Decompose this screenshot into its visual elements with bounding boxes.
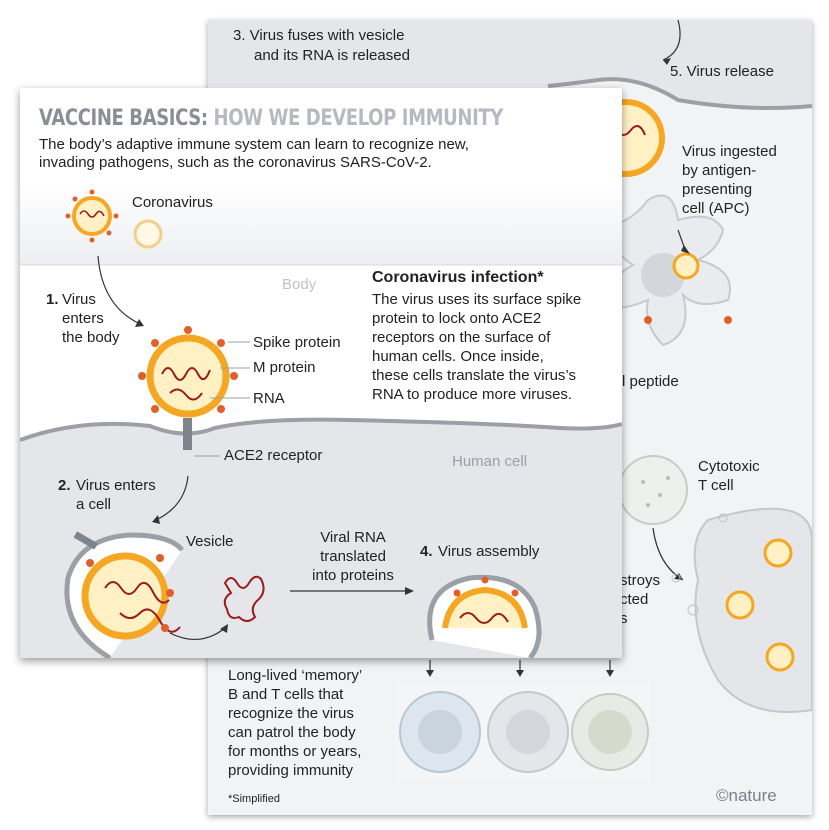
memory-cells-text: Long-lived ‘memory’ B and T cells that r… (228, 667, 363, 779)
outside-band (20, 183, 622, 265)
top-cell (208, 20, 812, 108)
step4-num: 4. (420, 543, 433, 560)
body-label: Body (282, 276, 317, 293)
translated-label: Viral RNA translated into proteins (312, 529, 394, 584)
cytotoxic-t-cell (618, 455, 688, 581)
destroys-label: stroys cted s (620, 572, 661, 627)
rna-label: RNA (253, 390, 285, 407)
step1-label: 1. (46, 291, 59, 308)
ace2-receptor (183, 418, 192, 450)
step3-text-line2: and its RNA is released (254, 47, 410, 64)
memory-cells (399, 691, 649, 773)
step1-arrow (97, 255, 141, 325)
front-panel-art (20, 183, 622, 658)
assembly-vesicle (427, 574, 542, 658)
cytotoxic-label: Cytotoxic T cell (698, 458, 760, 494)
coronavirus-icon (65, 189, 163, 249)
back-panel-art (208, 20, 812, 782)
memory-arrows (426, 660, 614, 677)
ace2-label: ACE2 receptor (224, 447, 323, 464)
step3-arrow (662, 20, 681, 61)
infection-heading: Coronavirus infection* (372, 269, 544, 286)
human-cell-label: Human cell (452, 453, 528, 470)
infected-cell (671, 507, 812, 713)
m-protein-label: M protein (253, 359, 316, 376)
apc-cell (601, 194, 732, 347)
vesicle-label: Vesicle (186, 533, 234, 550)
step2-text: Virus enters a cell (76, 477, 156, 513)
nature-logo: ©nature (716, 786, 777, 805)
step1-text: Virus enters the body (62, 291, 120, 346)
step4-text: Virus assembly (438, 543, 540, 560)
step2-num: 2. (58, 477, 71, 494)
apc-label: Virus ingested by antigen- presenting ce… (682, 143, 777, 217)
page-subtitle: The body’s adaptive immune system can le… (39, 136, 469, 171)
footnote: *Simplified (228, 793, 280, 805)
big-virus (138, 326, 238, 450)
vesicle (64, 531, 184, 658)
spike-protein-label: Spike protein (253, 334, 341, 351)
peptide-label: l peptide (622, 373, 679, 390)
step3-text: 3. Virus fuses with vesicle (233, 27, 405, 44)
page-title: VACCINE BASICS: HOW WE DEVELOP IMMUNITY (39, 106, 503, 131)
step5-label: 5. Virus release (670, 63, 774, 80)
free-rna (223, 575, 265, 622)
front-panel: VACCINE BASICS: HOW WE DEVELOP IMMUNITY … (20, 88, 622, 658)
coronavirus-label: Coronavirus (132, 194, 213, 211)
infection-text: The virus uses its surface spike protein… (372, 291, 582, 403)
